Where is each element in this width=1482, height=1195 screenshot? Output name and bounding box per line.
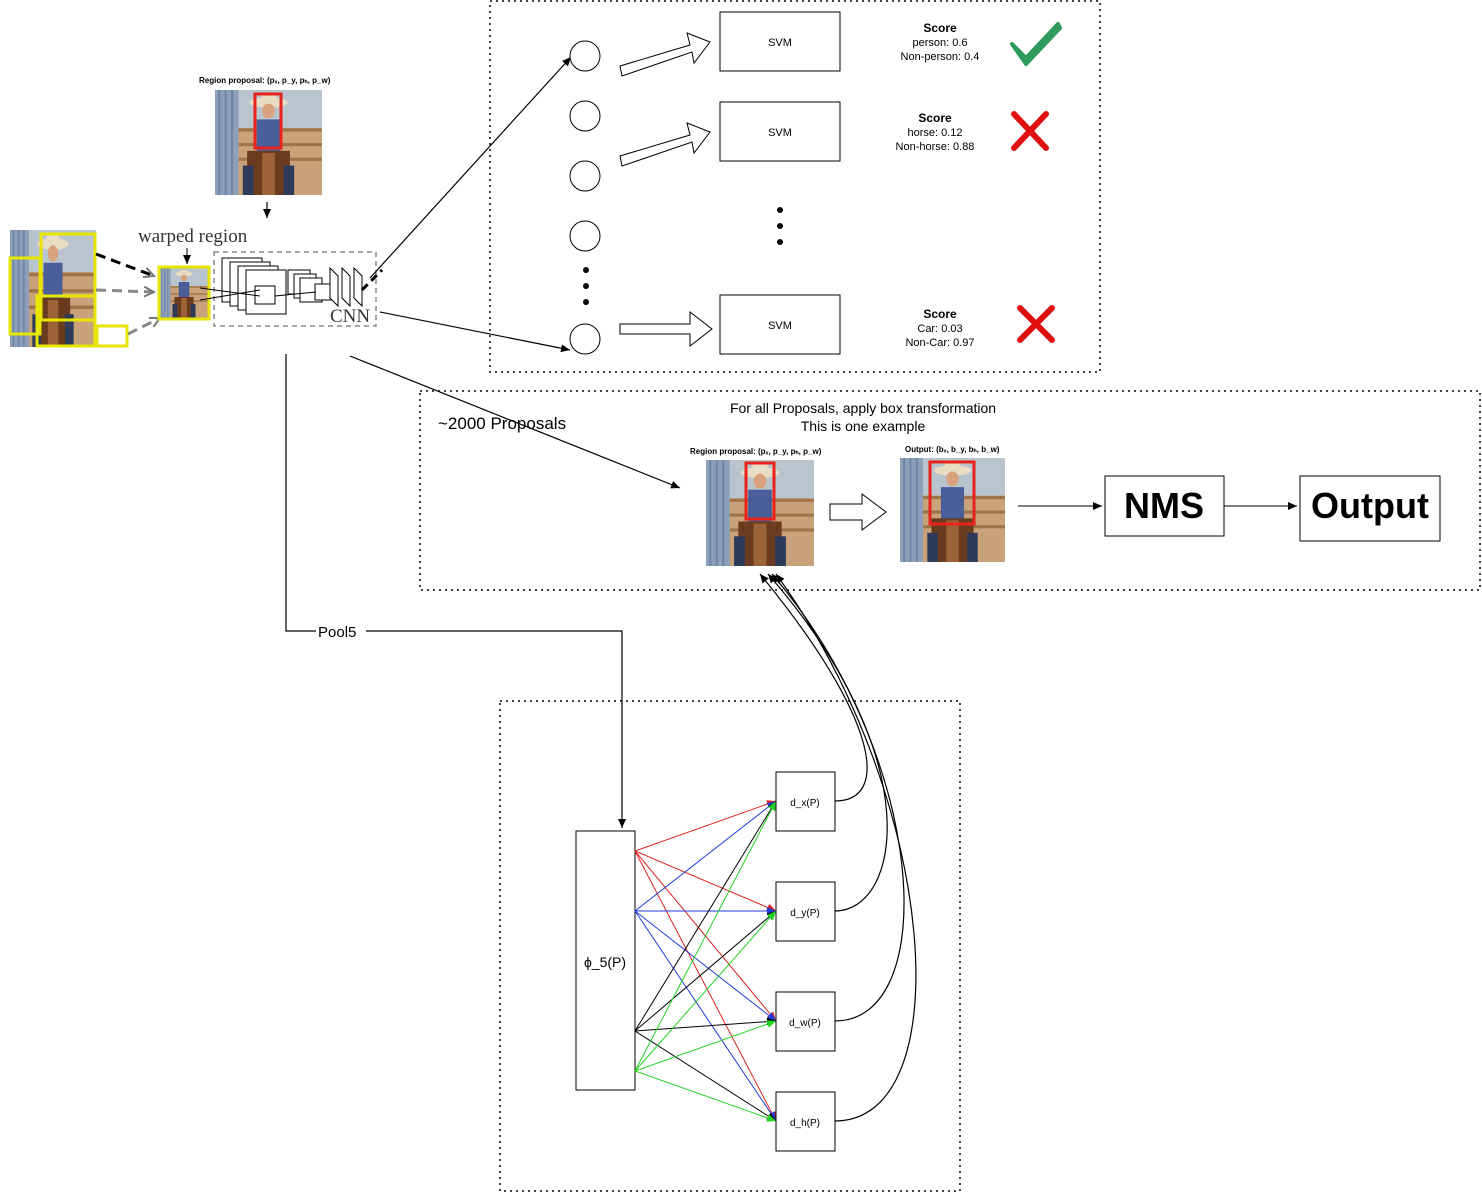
output-node-box xyxy=(775,881,836,942)
regression-edge xyxy=(634,800,777,912)
warp-arrow xyxy=(127,316,160,336)
cnn-layers xyxy=(199,257,363,315)
output-label: Output xyxy=(1311,485,1429,526)
svm-row-3: SVM Score Car: 0.03 Non-Car: 0.97 xyxy=(719,294,1055,355)
output-node-box xyxy=(775,771,836,832)
neuron xyxy=(569,220,601,252)
feedback-arrows xyxy=(759,573,917,1122)
transform-panel xyxy=(419,390,1481,591)
output-node-label: d_w(P) xyxy=(789,1018,821,1029)
score-line: person: 0.6 xyxy=(912,37,967,49)
vertical-ellipsis xyxy=(583,207,783,305)
output-node-label: d_x(P) xyxy=(790,798,819,809)
neuron xyxy=(569,40,601,72)
regression-edge xyxy=(634,1070,777,1122)
regression-edge xyxy=(634,800,777,1072)
regression-edge xyxy=(634,910,777,1122)
warp-arrow xyxy=(95,252,154,276)
svm-row-1: SVM Score person: 0.6 Non-person: 0.4 xyxy=(719,11,1062,72)
svm-row-2: SVM Score horse: 0.12 Non-horse: 0.88 xyxy=(719,101,1049,162)
cnn-dashed-line xyxy=(360,268,384,292)
region-proposal-image xyxy=(213,88,324,197)
pool5-arrow xyxy=(285,354,626,828)
proposals-count-label: ~2000 Proposals xyxy=(438,414,566,433)
block-arrows xyxy=(619,32,713,348)
output-node-box xyxy=(775,1091,836,1152)
regression-edge xyxy=(634,1030,777,1122)
proposal-box xyxy=(39,232,97,322)
pool5-label-bg xyxy=(316,622,366,640)
cross-icon xyxy=(1011,111,1049,151)
neuron xyxy=(569,323,601,355)
output-box xyxy=(1299,475,1441,542)
regression-edge xyxy=(634,910,777,1072)
score-line: Non-horse: 0.88 xyxy=(896,141,975,153)
cnn-box xyxy=(213,251,377,327)
regression-output-1: d_x(P) xyxy=(775,771,836,832)
warped-region-label: warped region xyxy=(138,226,248,247)
cnn-label: CNN xyxy=(330,306,370,327)
pool5-label: Pool5 xyxy=(318,624,356,641)
warped-region-image xyxy=(157,265,211,321)
regression-output-4: d_h(P) xyxy=(775,1091,836,1152)
output-node-label: d_y(P) xyxy=(790,908,819,919)
input-image-with-proposals xyxy=(8,228,129,349)
regression-edge xyxy=(634,800,777,852)
input-proposal-image xyxy=(704,458,816,568)
cnn-to-svm-arrow xyxy=(379,311,571,353)
proposal-box xyxy=(35,294,97,348)
cross-icon xyxy=(1017,305,1055,343)
transform-title-line1: For all Proposals, apply box transformat… xyxy=(730,400,996,416)
feature-vector-box xyxy=(575,830,636,1091)
regression-edge xyxy=(634,1020,777,1072)
score-title: Score xyxy=(918,111,952,125)
nms-box xyxy=(1104,475,1225,537)
neuron xyxy=(569,100,601,132)
regression-edge xyxy=(634,850,777,912)
warp-arrow xyxy=(95,290,154,292)
cnn-to-svm-arrow xyxy=(369,56,572,279)
nms-label: NMS xyxy=(1124,485,1204,526)
score-title: Score xyxy=(923,21,957,35)
score-line: horse: 0.12 xyxy=(907,127,962,139)
regression-panel xyxy=(499,700,961,1192)
svm-label: SVM xyxy=(768,37,792,49)
regression-edge xyxy=(634,910,777,1022)
regression-edges xyxy=(634,800,777,1122)
regression-output-3: d_w(P) xyxy=(775,991,836,1052)
regression-edge xyxy=(634,910,777,1032)
svm-label: SVM xyxy=(768,127,792,139)
output-proposal-label: Output: (bₓ, b_y, bₕ, b_w) xyxy=(905,445,1000,454)
svm-box xyxy=(719,101,841,162)
regression-edge xyxy=(634,850,777,1122)
transform-title-line2: This is one example xyxy=(801,418,926,434)
svm-box xyxy=(719,11,841,72)
regression-output-2: d_y(P) xyxy=(775,881,836,942)
svm-box xyxy=(719,294,841,355)
output-node-label: d_h(P) xyxy=(790,1118,820,1129)
feature-vector-label: ϕ_5(P) xyxy=(584,954,626,970)
svm-label: SVM xyxy=(768,320,792,332)
proposal-box xyxy=(95,324,129,348)
region-proposal-label: Region proposal: (pₓ, p_y, pₕ, p_w) xyxy=(199,76,331,85)
regression-edge xyxy=(634,800,777,1032)
regression-edge xyxy=(634,1017,777,1032)
input-proposal-label: Region proposal: (pₓ, p_y, pₕ, p_w) xyxy=(690,447,822,456)
score-line: Car: 0.03 xyxy=(917,323,962,335)
feature-neurons xyxy=(569,40,601,355)
score-line: Non-person: 0.4 xyxy=(901,51,980,63)
output-node-box xyxy=(775,991,836,1052)
score-line: Non-Car: 0.97 xyxy=(905,337,974,349)
output-proposal-image xyxy=(898,456,1007,564)
svm-panel xyxy=(489,0,1101,373)
check-icon xyxy=(1010,22,1062,66)
cnn-to-transform-arrow xyxy=(349,355,681,489)
neuron xyxy=(569,160,601,192)
transform-block-arrow xyxy=(829,493,887,531)
score-title: Score xyxy=(923,307,957,321)
